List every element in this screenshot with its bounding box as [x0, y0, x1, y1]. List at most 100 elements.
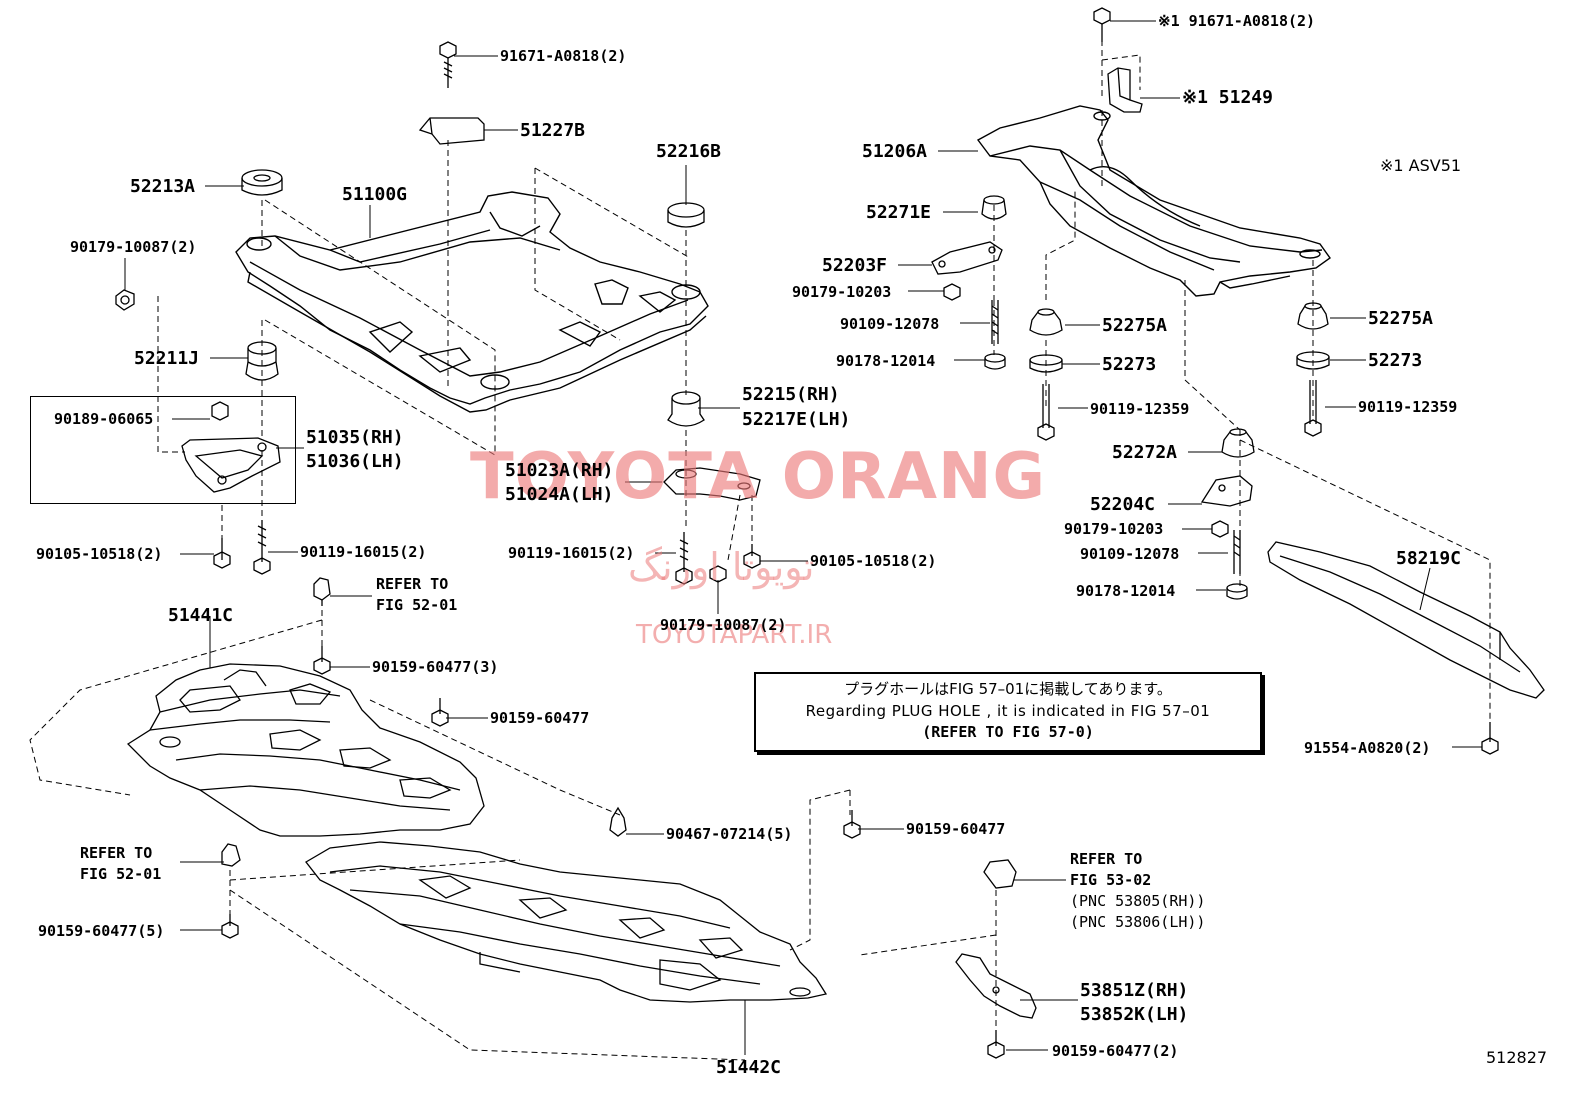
bolt-90159-5: [221, 914, 239, 939]
part-label-51035: 51035(RH): [306, 427, 404, 448]
part-label-52211J: 52211J: [134, 348, 200, 369]
part-label-90178-12014-b: 90178-12014: [1076, 582, 1176, 600]
part-label-52273-b: 52273: [1368, 350, 1423, 371]
part-label-90109-12078-a: 90109-12078: [840, 315, 940, 333]
bolt-91671-right: [1093, 7, 1111, 42]
washer-52273-a: [1029, 354, 1063, 373]
figure-number: 512827: [1486, 1048, 1548, 1067]
bolt-90105-mid: [743, 544, 761, 569]
watermark-url: TOYOTAPART.IR: [636, 620, 833, 650]
bracket-51249: [1107, 67, 1143, 113]
nut-90179-10203-b: [1211, 520, 1229, 538]
part-label-52275A-b: 52275A: [1368, 308, 1434, 329]
dashed-guides: [29, 40, 1491, 1061]
cushion-52215: [667, 391, 705, 427]
part-label-58219C: 58219C: [1396, 548, 1462, 569]
cushion-52275A-a: [1029, 308, 1063, 336]
stud-90109-a: [991, 300, 999, 344]
part-label-51206A: 51206A: [862, 141, 928, 162]
note-japanese: プラグホールはFIG 57–01に掲載してあります。: [844, 680, 1172, 698]
bolt-90105-left: [213, 538, 231, 569]
bolt-90159-2: [987, 1030, 1005, 1059]
part-label-51249-text: 51249: [1218, 87, 1273, 108]
bolt-90119-12359-a: [1037, 384, 1055, 441]
bracket-52204C: [1200, 475, 1253, 507]
refer-line-1: REFER TO: [1070, 850, 1143, 868]
brace-58219C: [1267, 541, 1545, 699]
clip-refer-fig-52-01-top: [313, 577, 331, 606]
cushion-52275A-b: [1297, 302, 1329, 330]
bolt-90159-b: [843, 810, 861, 839]
part-label-51442C: 51442C: [716, 1057, 782, 1078]
cushion-52271E: [981, 195, 1007, 220]
cushion-52216B: [667, 202, 705, 228]
part-label-91671-A0818: 91671-A0818(2): [500, 47, 627, 65]
bolt-90159-a: [431, 698, 449, 727]
part-label-52203F: 52203F: [822, 255, 888, 276]
cushion-52272A: [1221, 428, 1255, 458]
bolt-91671-top: [439, 41, 457, 88]
part-label-91554-A0820: 91554-A0820(2): [1304, 739, 1431, 757]
clip-refer-fig-52-01-bottom: [221, 843, 241, 867]
bolt-90119-left: [253, 520, 271, 575]
part-label-52213A: 52213A: [130, 176, 196, 197]
part-label-90119-12359-b: 90119-12359: [1358, 398, 1458, 416]
part-label-51227B: 51227B: [520, 120, 586, 141]
refer-line-4: (PNC 53806(LH)): [1070, 913, 1206, 931]
part-label-52275A-a: 52275A: [1102, 315, 1168, 336]
undercover-51441C: [126, 663, 485, 837]
refer-line-2: FIG 53-02: [1070, 871, 1152, 889]
refer-line-2: FIG 52-01: [376, 596, 458, 614]
part-label-90105-10518-mid: 90105-10518(2): [810, 552, 937, 570]
part-label-52273-a: 52273: [1102, 354, 1157, 375]
bolt-91554: [1481, 722, 1499, 755]
refer-line-1: REFER TO: [376, 575, 449, 593]
part-label-90467-07214: 90467-07214(5): [666, 825, 793, 843]
part-label-90159-60477-3: 90159-60477(3): [372, 658, 499, 676]
part-label-52215: 52215(RH): [742, 384, 840, 405]
part-label-51441C: 51441C: [168, 605, 234, 626]
note-refer: (REFER TO FIG 57-0): [922, 723, 1094, 741]
part-label-53852K: 53852K(LH): [1080, 1004, 1189, 1025]
part-label-90119-16015-mid: 90119-16015(2): [508, 544, 635, 562]
part-label-52217E: 52217E(LH): [742, 409, 851, 430]
washer-52273-b: [1296, 351, 1330, 370]
refer-note-fig-53-02: REFER TO FIG 53-02 (PNC 53805(RH)) (PNC …: [1070, 849, 1205, 933]
bolt-90119-mid: [675, 532, 693, 585]
watermark-brand: TOYOTA ORANG: [470, 440, 1047, 514]
ref-mark: ※1: [1158, 12, 1180, 30]
part-label-90159-60477-2: 90159-60477(2): [1052, 1042, 1179, 1060]
undercover-51442C: [305, 841, 828, 1003]
part-label-51024A: 51024A(LH): [505, 484, 614, 505]
part-label-90179-10087-mid: 90179-10087(2): [660, 616, 787, 634]
refer-note-fig-52-01-top: REFER TO FIG 52-01: [376, 574, 457, 616]
model-note-asv51: ※1 ASV51: [1380, 156, 1462, 175]
part-label-51023A: 51023A(RH): [505, 460, 614, 481]
stud-90109-b: [1233, 530, 1241, 574]
bracket-53851Z: [955, 859, 1037, 1019]
nut-90178-a: [984, 353, 1006, 370]
nut-90179-10087-left: [115, 289, 135, 311]
part-label-90109-12078-b: 90109-12078: [1080, 545, 1180, 563]
refer-line-2: FIG 52-01: [80, 865, 162, 883]
cushion-52211J: [245, 341, 279, 381]
part-label-90105-10518-left: 90105-10518(2): [36, 545, 163, 563]
part-label-51100G: 51100G: [342, 184, 408, 205]
clip-90467: [609, 806, 627, 837]
ref-mark: ※1: [1182, 87, 1208, 108]
part-label-91671-right: ※1 91671-A0818(2): [1158, 12, 1315, 30]
part-label-90179-10087-left: 90179-10087(2): [70, 238, 197, 256]
crossmember-51100G: [235, 191, 709, 413]
part-label-90179-10203-a: 90179-10203: [792, 283, 892, 301]
nut-90179-10203-a: [943, 283, 961, 301]
refer-line-3: (PNC 53805(RH)): [1070, 892, 1206, 910]
bracket-51227B: [418, 117, 485, 145]
bolt-90119-12359-b: [1304, 380, 1322, 437]
refer-line-1: REFER TO: [80, 844, 153, 862]
watermark-persian: تویوتا اورنگ: [628, 545, 815, 589]
part-label-52204C: 52204C: [1090, 494, 1156, 515]
cushion-52213A: [241, 169, 283, 196]
part-label-52272A: 52272A: [1112, 442, 1178, 463]
